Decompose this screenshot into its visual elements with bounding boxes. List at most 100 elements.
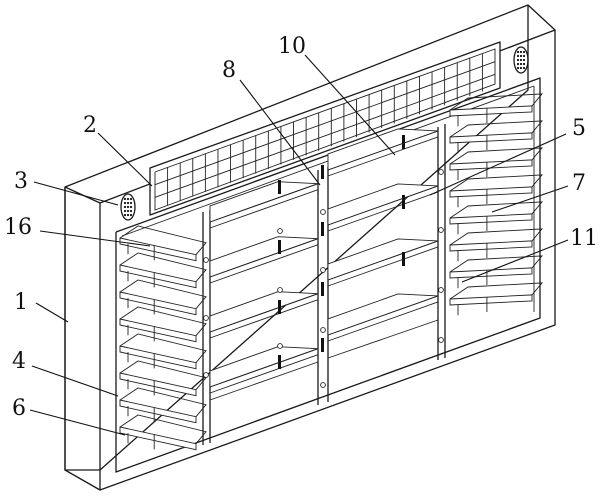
vent-hole xyxy=(126,209,130,213)
side-shelf-top xyxy=(119,252,207,283)
side-shelf xyxy=(119,291,197,316)
label-part-8: 8 xyxy=(222,58,236,83)
vent-hole xyxy=(126,213,130,217)
shelf-edge xyxy=(209,348,319,394)
vent-hole xyxy=(519,58,523,62)
side-shelf xyxy=(119,399,197,424)
vent-hole xyxy=(516,50,520,54)
vent-hole xyxy=(519,66,523,70)
rail-slot xyxy=(321,165,324,179)
side-shelf xyxy=(119,426,197,451)
peg-hole xyxy=(320,382,326,388)
vent-hole xyxy=(519,62,523,66)
rail-slot xyxy=(278,300,281,314)
grid-line-h xyxy=(154,73,496,198)
side-shelf xyxy=(449,186,533,198)
side-shelf-top xyxy=(449,255,544,273)
peg-hole xyxy=(203,372,209,378)
side-shelf xyxy=(449,294,533,306)
vent-hole xyxy=(516,58,520,62)
side-shelf-top xyxy=(119,225,207,256)
side-shelf-top xyxy=(119,387,207,418)
vent-hole xyxy=(126,205,130,209)
vent-hole xyxy=(126,201,130,205)
vent-hole xyxy=(522,62,526,66)
side-shelf-top xyxy=(449,174,544,192)
label-part-7: 7 xyxy=(572,171,586,196)
vent-hole xyxy=(129,201,133,205)
label-part-4: 4 xyxy=(12,349,26,374)
side-shelf xyxy=(119,345,197,370)
peg-hole xyxy=(203,315,209,321)
side-shelf-top xyxy=(119,414,207,445)
rail-slot xyxy=(402,252,405,266)
label-part-16: 16 xyxy=(4,215,32,240)
shelf-edge xyxy=(209,238,319,284)
vent-left xyxy=(120,193,136,221)
shelf-edge xyxy=(209,183,319,229)
side-shelf-top xyxy=(449,147,544,165)
vent-hole xyxy=(519,54,523,58)
peg-hole xyxy=(438,337,444,343)
peg-hole xyxy=(277,228,283,234)
vent-hole xyxy=(129,197,133,201)
vent-hole xyxy=(522,54,526,58)
vent-hole xyxy=(516,62,520,66)
side-shelf xyxy=(449,240,533,252)
label-part-2: 2 xyxy=(83,113,97,138)
grid-line-h xyxy=(154,61,496,186)
central-bays xyxy=(202,124,446,445)
label-part-3: 3 xyxy=(14,169,28,194)
peg-hole xyxy=(320,267,326,273)
vent-hole xyxy=(129,205,133,209)
peg-hole xyxy=(438,169,444,175)
vent-hole xyxy=(123,205,127,209)
vent-hole xyxy=(123,197,127,201)
vent-hole xyxy=(516,54,520,58)
right-side-shelves xyxy=(449,93,544,316)
vent-hole xyxy=(516,66,520,70)
vent-hole xyxy=(123,213,127,217)
side-shelf-top xyxy=(449,282,544,300)
vent-hole xyxy=(126,197,130,201)
side-shelf-top xyxy=(449,201,544,219)
side-shelf-top xyxy=(449,120,544,138)
label-part-6: 6 xyxy=(12,396,26,421)
side-shelf xyxy=(119,318,197,343)
shelf-edge xyxy=(327,295,439,342)
peg-hole xyxy=(438,287,444,293)
rail-slot xyxy=(402,135,405,149)
rail-slot xyxy=(321,222,324,236)
shelf-edge xyxy=(327,240,439,287)
peg-hole xyxy=(438,227,444,233)
label-part-1: 1 xyxy=(14,290,28,315)
peg-hole xyxy=(320,327,326,333)
side-shelf xyxy=(449,159,533,171)
label-part-11: 11 xyxy=(570,226,598,251)
rail-slot xyxy=(278,240,281,254)
rail-slot xyxy=(402,195,405,209)
vent-hole xyxy=(129,213,133,217)
side-shelf xyxy=(449,213,533,225)
peg-hole xyxy=(320,209,326,215)
side-shelf xyxy=(449,105,533,117)
side-shelf-top xyxy=(449,93,544,111)
peg-hole xyxy=(277,343,283,349)
rail-slot xyxy=(321,282,324,296)
grid-panel xyxy=(149,41,501,216)
vent-hole xyxy=(519,50,523,54)
shelf-edge xyxy=(327,130,439,177)
vent-right xyxy=(513,46,529,74)
side-shelf-top xyxy=(119,279,207,310)
leader-lines xyxy=(29,54,569,436)
vent-hole xyxy=(129,209,133,213)
vent-hole xyxy=(123,209,127,213)
label-part-5: 5 xyxy=(572,116,586,141)
side-shelf xyxy=(119,264,197,289)
side-shelf xyxy=(449,132,533,144)
side-shelf-top xyxy=(119,360,207,391)
side-shelf-top xyxy=(449,228,544,246)
side-shelf xyxy=(449,267,533,279)
label-part-10: 10 xyxy=(278,34,306,59)
